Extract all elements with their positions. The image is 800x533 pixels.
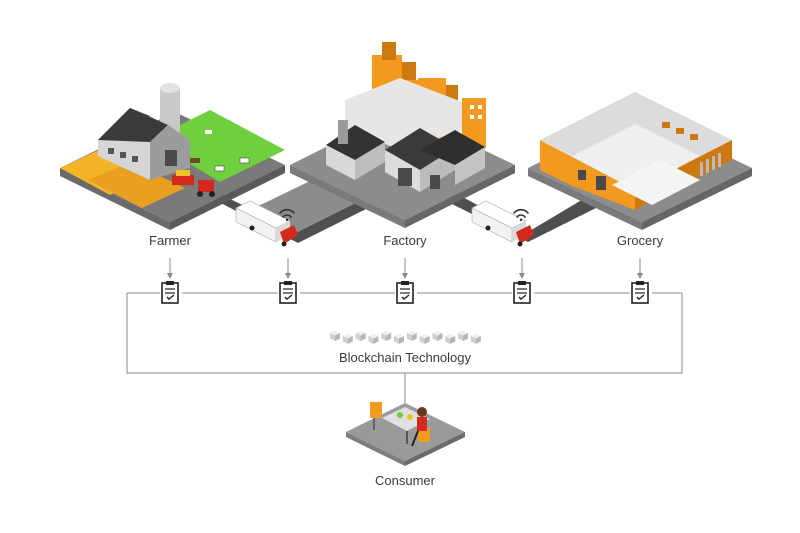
blockchain-label: Blockchain Technology [338,350,472,365]
arrows-to-ledger [167,258,643,279]
checklist-document-icon [513,281,531,304]
factory-label: Factory [383,233,427,248]
wifi-signal-icon [279,208,295,222]
delivery-truck-icon [471,200,534,247]
checklist-document-icon [631,281,649,304]
factory-icon [290,42,515,228]
wifi-signal-icon [513,208,529,222]
checklist-document-icon [161,281,179,304]
blockchain-blocks-icon [330,330,481,344]
delivery-truck-icon [235,200,298,247]
consumer-label: Consumer [375,473,435,488]
checklist-document-icon [279,281,297,304]
checklist-document-icon [396,281,414,304]
grocery-warehouse-icon [528,92,752,230]
ledger-connector [126,292,683,403]
farm-barn-icon [60,83,285,230]
grocery-label: Grocery [616,233,664,248]
dining-table-person-icon [346,402,465,466]
farmer-label: Farmer [149,233,191,248]
